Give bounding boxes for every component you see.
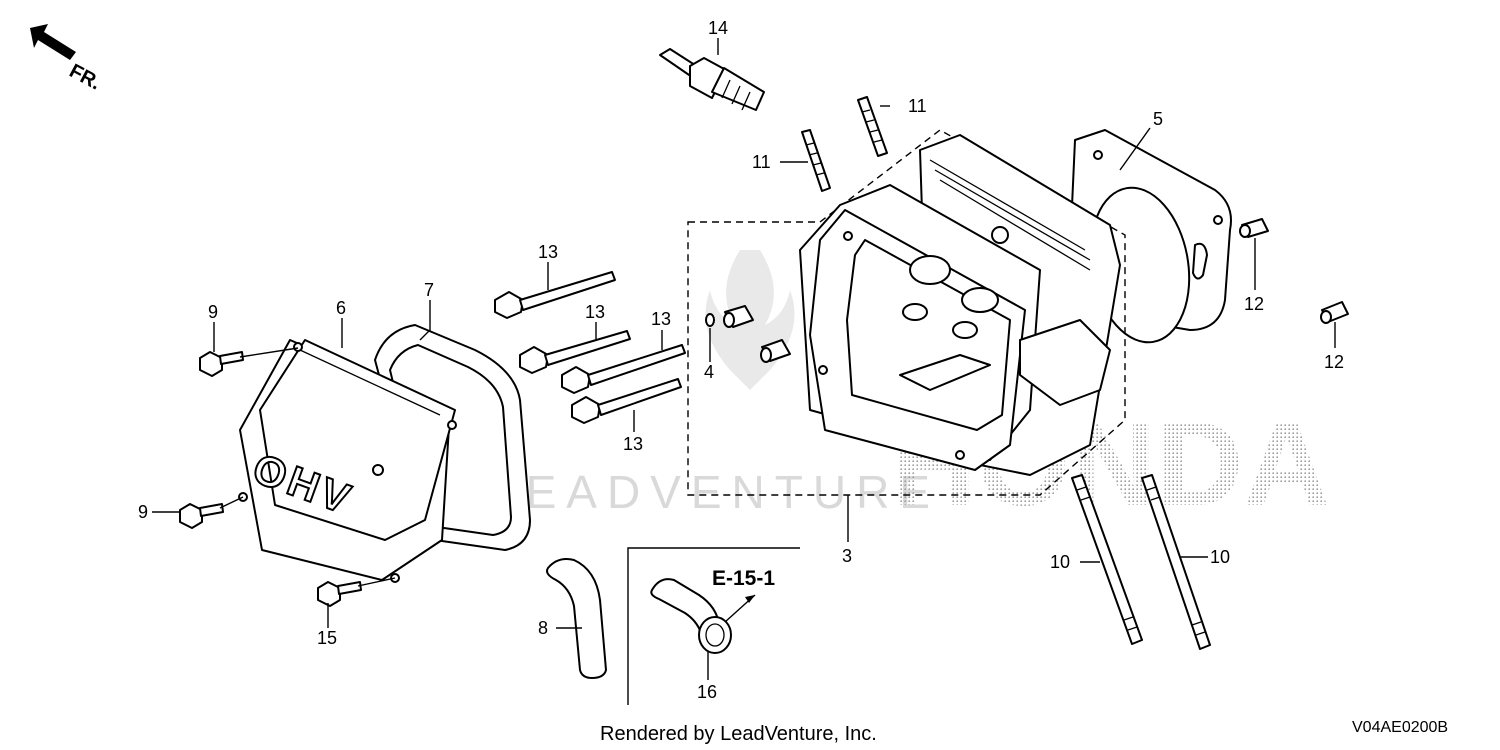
front-direction-label: FR. (66, 60, 105, 95)
valve-collar (705, 305, 791, 363)
head-bolt (494, 271, 616, 319)
front-direction-indicator: FR. (30, 24, 104, 95)
callout-13: 13 (623, 434, 643, 454)
callout-10: 10 (1210, 547, 1230, 567)
long-stud (1071, 474, 1143, 645)
spark-plug (659, 48, 765, 111)
callout-9: 9 (208, 302, 218, 322)
render-credit: Rendered by LeadVenture, Inc. (600, 723, 877, 745)
reference-label: E-15-1 (712, 567, 775, 590)
callout-5: 5 (1153, 109, 1163, 129)
dowel-pin (1320, 301, 1349, 324)
cover-bolt (199, 351, 244, 377)
callout-15: 15 (317, 628, 337, 648)
callout-6: 6 (336, 298, 346, 318)
leader-lines (152, 38, 1336, 680)
callout-16: 16 (697, 682, 717, 702)
callout-4: 4 (704, 362, 714, 382)
diagram-code: V04AE0200B (1352, 719, 1448, 736)
dowel-pin (1239, 218, 1269, 238)
cylinder-head (687, 129, 1126, 496)
cover-bolt (317, 581, 362, 607)
long-stud (1141, 474, 1211, 650)
reference-inset: E-15-1 (627, 547, 800, 705)
callout-12: 12 (1324, 352, 1344, 372)
cover-bolt (179, 503, 224, 529)
callout-3: 3 (842, 546, 852, 566)
callout-7: 7 (424, 280, 434, 300)
callout-11: 11 (752, 152, 771, 172)
callout-13: 13 (585, 302, 605, 322)
breather-tube (546, 558, 607, 679)
watermark-text: LEADVENTURE (490, 466, 940, 518)
callout-8: 8 (538, 618, 548, 638)
stud-bolt (801, 129, 831, 192)
callout-13: 13 (538, 242, 558, 262)
callout-14: 14 (708, 18, 728, 38)
callout-12: 12 (1244, 294, 1264, 314)
head-bolt (561, 344, 686, 394)
front-arrow-icon (30, 24, 76, 60)
head-bolt (571, 378, 682, 424)
head-cover: OHV (238, 339, 457, 583)
stud-bolt (857, 96, 888, 157)
callout-11: 11 (908, 96, 927, 116)
callout-10: 10 (1050, 552, 1070, 572)
head-bolt (519, 330, 631, 374)
callout-9: 9 (138, 502, 148, 522)
callout-13: 13 (651, 309, 671, 329)
